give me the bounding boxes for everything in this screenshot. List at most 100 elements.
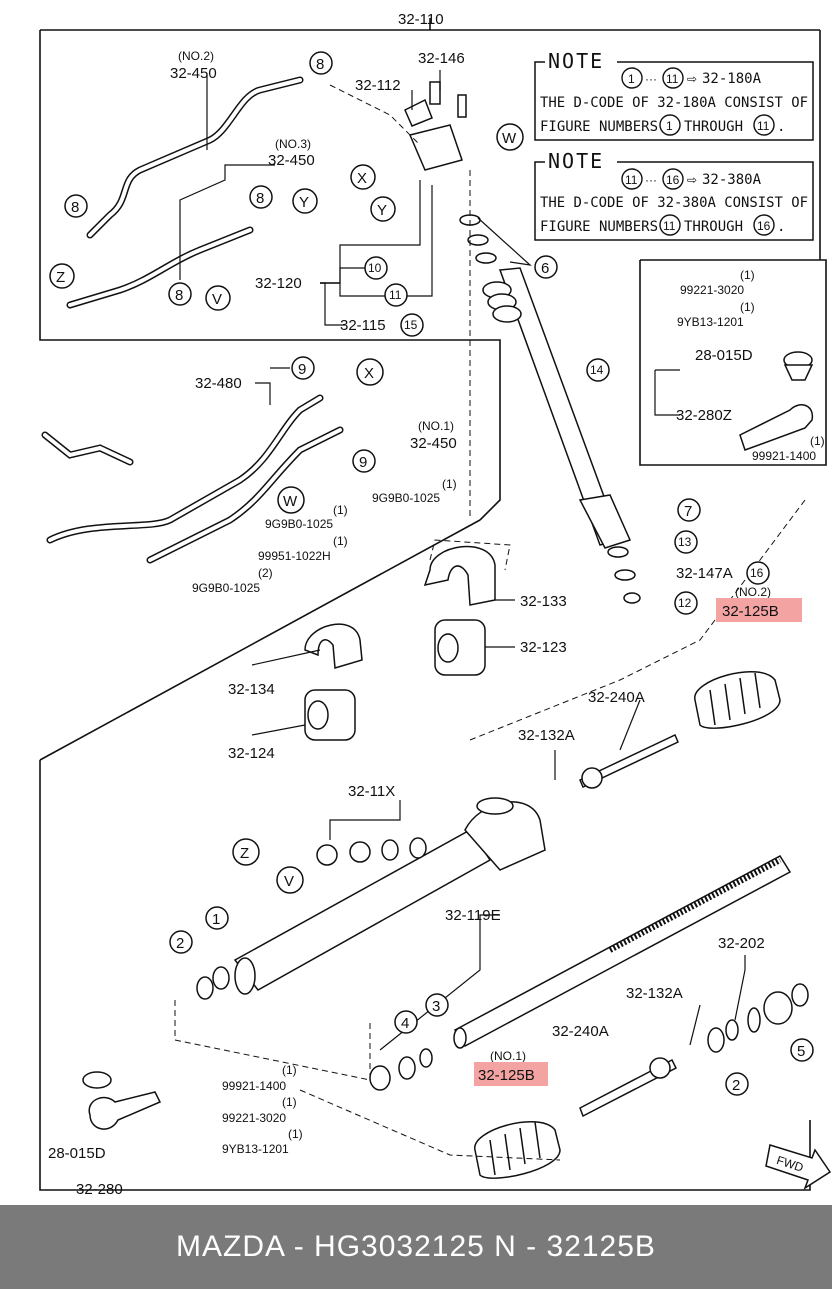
svg-text:9: 9 bbox=[359, 454, 367, 471]
label-32-202: 32-202 bbox=[718, 935, 765, 952]
svg-text:V: V bbox=[212, 291, 222, 308]
callout-1: 1 bbox=[205, 906, 229, 930]
callout-x-a: X bbox=[350, 164, 376, 190]
note-1-line-2-to: 11 bbox=[757, 119, 770, 133]
label-32-450-b: 32-450 bbox=[268, 152, 315, 169]
label-32-240a-a: 32-240A bbox=[588, 689, 645, 706]
callout-14: 14 bbox=[586, 358, 610, 382]
note-2-line-2a: FIGURE NUMBERS bbox=[540, 219, 658, 235]
highlight-32-125b-upper bbox=[716, 598, 802, 622]
note-1-ref-to: 11 bbox=[666, 72, 679, 86]
label-9g9b0-1025-b: 9G9B0-1025 bbox=[265, 517, 333, 531]
label-qty-1-i: (1) bbox=[288, 1127, 303, 1141]
label-32-119e: 32-119E bbox=[445, 907, 501, 924]
callout-11: 11 bbox=[384, 283, 408, 307]
callout-8-d: 8 bbox=[168, 282, 192, 306]
svg-text:8: 8 bbox=[71, 199, 79, 216]
note-box-2: NOTE 11 ··· 16 ⇨ 32-380A THE D-CODE OF 3… bbox=[534, 149, 814, 241]
callout-2-b: 2 bbox=[725, 1072, 749, 1096]
note-2-title: NOTE bbox=[548, 149, 604, 173]
callout-w-b: W bbox=[277, 486, 305, 514]
svg-text:2: 2 bbox=[732, 1077, 740, 1094]
footer-text: MAZDA - HG3032125 N - 32125B bbox=[176, 1230, 656, 1263]
label-99221-3020-a: 99221-3020 bbox=[680, 283, 744, 297]
top-assembly-label: 32-110 bbox=[398, 11, 444, 28]
svg-text:8: 8 bbox=[256, 190, 264, 207]
callout-y-b: Y bbox=[292, 188, 318, 214]
callout-8-a: 8 bbox=[309, 51, 333, 75]
callout-12: 12 bbox=[674, 591, 698, 615]
label-32-125b-upper: 32-125B bbox=[722, 603, 779, 620]
label-no3: (NO.3) bbox=[275, 137, 311, 151]
svg-text:9: 9 bbox=[298, 361, 306, 378]
label-9g9b0-1025-c: 9G9B0-1025 bbox=[192, 581, 260, 595]
callout-7: 7 bbox=[677, 498, 701, 522]
tie-rod-end-right bbox=[739, 351, 814, 451]
note-1-line-2b: THROUGH bbox=[684, 119, 743, 135]
callout-z-a: Z bbox=[49, 263, 75, 289]
svg-text:4: 4 bbox=[401, 1015, 409, 1032]
svg-text:V: V bbox=[284, 873, 294, 890]
note-1-line-1: THE D-CODE OF 32-180A CONSIST OF bbox=[540, 95, 808, 111]
callout-8-b: 8 bbox=[64, 194, 88, 218]
svg-text:⇨: ⇨ bbox=[687, 173, 697, 187]
highlight-32-125b-lower bbox=[474, 1062, 548, 1086]
callout-3: 3 bbox=[425, 993, 449, 1017]
label-99221-3020-b: 99221-3020 bbox=[222, 1111, 286, 1125]
note-box-1: NOTE 1 ··· 11 ⇨ 32-180A THE D-CODE OF 32… bbox=[534, 49, 814, 141]
callout-v-b: V bbox=[276, 866, 304, 894]
svg-text:⇨: ⇨ bbox=[687, 72, 697, 86]
label-32-132a-a: 32-132A bbox=[518, 727, 575, 744]
callout-13: 13 bbox=[674, 530, 698, 554]
label-qty-1-a: (1) bbox=[442, 477, 457, 491]
label-qty-1-e: (1) bbox=[740, 300, 755, 314]
label-28-015d-b: 28-015D bbox=[48, 1145, 106, 1162]
svg-text:8: 8 bbox=[316, 56, 324, 73]
callout-10: 10 bbox=[364, 256, 388, 280]
callout-4: 4 bbox=[394, 1010, 418, 1034]
svg-text:11: 11 bbox=[389, 288, 402, 302]
svg-text:10: 10 bbox=[368, 261, 382, 275]
callout-16: 16 bbox=[746, 561, 770, 585]
boot-upper bbox=[694, 671, 781, 729]
callout-15: 15 bbox=[400, 313, 424, 337]
label-32-280: 32-280 bbox=[76, 1181, 123, 1198]
callout-8-c: 8 bbox=[249, 185, 273, 209]
note-1-ref-target: 32-180A bbox=[702, 71, 762, 87]
callouts: 8 8 8 8 Z V X Y Y W 6 10 11 15 14 9 X 9 … bbox=[49, 51, 814, 1096]
label-32-11x: 32-11X bbox=[348, 783, 395, 800]
label-qty-2-a: (2) bbox=[258, 566, 273, 580]
label-no2-b: (NO.2) bbox=[735, 585, 771, 599]
label-qty-1-h: (1) bbox=[282, 1095, 297, 1109]
svg-text:5: 5 bbox=[797, 1043, 805, 1060]
svg-text:.: . bbox=[777, 219, 785, 235]
input-shaft bbox=[459, 214, 641, 604]
note-1-line-2-from: 1 bbox=[666, 119, 673, 133]
label-32-112: 32-112 bbox=[355, 77, 401, 94]
rack-bar bbox=[453, 855, 792, 1049]
label-qty-1-f: (1) bbox=[810, 434, 825, 448]
note-2-line-1: THE D-CODE OF 32-380A CONSIST OF bbox=[540, 195, 808, 211]
note-1-title: NOTE bbox=[548, 49, 604, 73]
svg-text:Y: Y bbox=[299, 194, 309, 211]
note-2-ref-from: 11 bbox=[625, 173, 638, 187]
svg-text:.: . bbox=[777, 119, 785, 135]
note-1-ref-from: 1 bbox=[628, 72, 635, 86]
label-no1-b: (NO.1) bbox=[490, 1049, 526, 1063]
label-qty-1-d: (1) bbox=[740, 268, 755, 282]
label-32-120: 32-120 bbox=[255, 275, 302, 292]
svg-text:X: X bbox=[364, 365, 374, 382]
fwd-arrow-icon bbox=[765, 1144, 832, 1190]
label-9yb13-1201-a: 9YB13-1201 bbox=[677, 315, 744, 329]
label-9yb13-1201-b: 9YB13-1201 bbox=[222, 1142, 289, 1156]
pressure-pipe-middle bbox=[41, 394, 344, 564]
seals-and-rings bbox=[196, 837, 809, 1091]
label-32-146: 32-146 bbox=[418, 50, 465, 67]
label-32-450-a: 32-450 bbox=[170, 65, 217, 82]
svg-text:Z: Z bbox=[240, 845, 249, 862]
label-qty-1-g: (1) bbox=[282, 1063, 297, 1077]
svg-text:6: 6 bbox=[541, 260, 549, 277]
callout-y-a: Y bbox=[370, 196, 396, 222]
note-2-line-2-from: 11 bbox=[663, 219, 676, 233]
svg-text:7: 7 bbox=[684, 503, 692, 520]
